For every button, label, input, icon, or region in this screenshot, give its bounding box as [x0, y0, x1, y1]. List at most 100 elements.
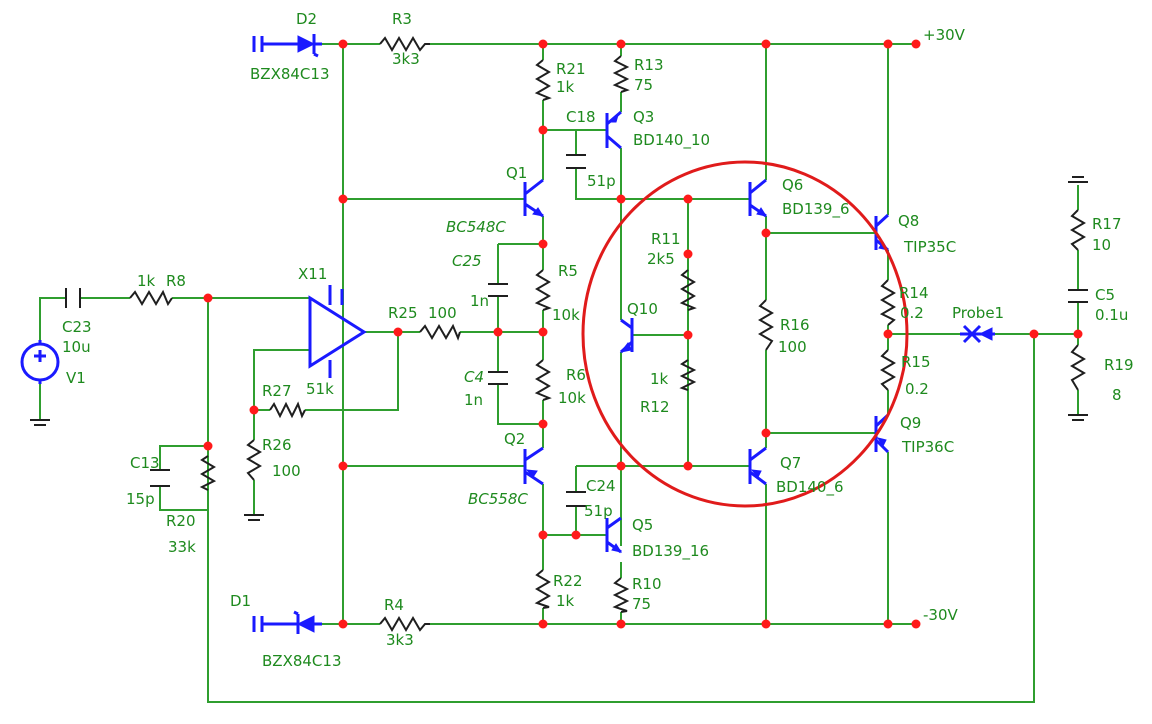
- label-r15-value: 0.2: [905, 380, 929, 398]
- label-q9-part: TIP36C: [901, 438, 954, 456]
- zener-d2: [252, 34, 322, 58]
- label-q10: Q10: [627, 300, 658, 318]
- label-q3-part: BD140_10: [633, 131, 710, 150]
- label-q2: Q2: [504, 430, 525, 448]
- label-q1-part: BC548C: [446, 218, 506, 236]
- label-r13: R13: [634, 56, 664, 74]
- resistor-r22: [534, 569, 551, 609]
- label-r8: R8: [166, 272, 186, 290]
- label-probe1: Probe1: [952, 304, 1004, 322]
- capacitor-c13: [150, 469, 170, 487]
- resistor-r13: [612, 55, 630, 93]
- transistor-q3: [605, 110, 622, 150]
- label-c18-value: 51p: [587, 172, 616, 190]
- transistor-q5: [605, 516, 623, 554]
- resistor-r4: [379, 616, 430, 632]
- label-q7: Q7: [780, 454, 801, 472]
- capacitor-c5: [1068, 289, 1088, 303]
- component-labels: D2 BZX84C13 R3 3k3 +30V R21 1k R13 75 C1…: [62, 10, 1134, 670]
- label-c25: C25: [452, 252, 482, 270]
- label-r10: R10: [632, 575, 662, 593]
- resistor-r25: [419, 323, 461, 341]
- label-c13: C13: [130, 454, 160, 472]
- resistor-r20: [199, 455, 217, 491]
- transistor-q1: [523, 178, 545, 218]
- label-q7-part: BD140_6: [776, 478, 844, 497]
- label-r17: R17: [1092, 215, 1122, 233]
- label-r25: R25: [388, 304, 418, 322]
- label-r16: R16: [780, 316, 810, 334]
- capacitor-c18: [566, 154, 586, 169]
- label-q8: Q8: [898, 212, 919, 230]
- label-r17-value: 10: [1092, 236, 1111, 254]
- label-q6: Q6: [782, 176, 803, 194]
- resistor-r27: [269, 401, 306, 419]
- label-r5: R5: [558, 262, 578, 280]
- label-r13-value: 75: [634, 76, 653, 94]
- resistor-r10: [612, 577, 630, 613]
- label-q2-part: BC558C: [468, 490, 528, 508]
- label-v1: V1: [66, 369, 86, 387]
- label-r16-value: 100: [778, 338, 807, 356]
- resistor-r16: [758, 299, 774, 351]
- transistor-q7: [748, 446, 767, 486]
- label-q6-part: BD139_6: [782, 200, 850, 219]
- transistor-q10: [619, 318, 634, 354]
- resistor-r5: [534, 269, 552, 311]
- label-d1-part: BZX84C13: [262, 652, 342, 670]
- label-q5-part: BD139_16: [632, 542, 709, 561]
- label-r26: R26: [262, 436, 292, 454]
- label-q8-part: TIP35C: [903, 238, 956, 256]
- label-r12: R12: [640, 398, 670, 416]
- label-r12-value: 1k: [650, 370, 669, 388]
- label-c5: C5: [1095, 286, 1115, 304]
- label-c18: C18: [566, 108, 596, 126]
- label-r20: R20: [166, 512, 196, 530]
- label-c5-value: 0.1u: [1095, 306, 1128, 324]
- label-r3-value: 3k3: [392, 50, 420, 68]
- label-c13-value: 15p: [126, 490, 155, 508]
- transistor-q2: [523, 446, 544, 486]
- label-r27: R27: [262, 382, 292, 400]
- label-r4-value: 3k3: [386, 631, 414, 649]
- label-r20-value: 33k: [168, 538, 196, 556]
- opamp-x11: [308, 285, 367, 378]
- label-r19-value: 8: [1112, 386, 1122, 404]
- resistor-r26: [246, 439, 262, 481]
- capacitor-c25: [488, 283, 508, 297]
- label-d2-part: BZX84C13: [250, 65, 330, 83]
- resistor-r6: [534, 359, 552, 401]
- resistor-r19: [1070, 344, 1086, 391]
- label-c23-value: 10u: [62, 338, 91, 356]
- label-c23: C23: [62, 318, 92, 336]
- label-c4: C4: [464, 368, 484, 386]
- label-r14: R14: [899, 284, 929, 302]
- capacitor-c23: [65, 288, 81, 308]
- label-r4: R4: [384, 596, 404, 614]
- resistor-r12: [679, 359, 697, 391]
- label-plus30v: +30V: [923, 26, 966, 44]
- label-c24: C24: [586, 477, 616, 495]
- resistor-r8: [129, 289, 173, 307]
- label-q1: Q1: [506, 164, 527, 182]
- resistor-r14: [879, 279, 896, 326]
- label-r15: R15: [901, 353, 931, 371]
- label-x11-value: 51k: [306, 380, 334, 398]
- capacitor-c24: [566, 491, 586, 507]
- label-d2: D2: [296, 10, 317, 28]
- label-r3: R3: [392, 10, 412, 28]
- label-r21: R21: [556, 60, 586, 78]
- resistor-r21: [534, 59, 552, 101]
- label-r11-value: 2k5: [647, 250, 675, 268]
- label-q3: Q3: [633, 108, 654, 126]
- label-r25-value: 100: [428, 304, 457, 322]
- label-q5: Q5: [632, 516, 653, 534]
- label-minus30v: -30V: [923, 606, 958, 624]
- resistor-r3: [379, 36, 430, 52]
- label-r19: R19: [1104, 356, 1134, 374]
- label-r8-value: 1k: [137, 272, 156, 290]
- probe-symbol: [960, 324, 995, 344]
- label-r14-value: 0.2: [900, 304, 924, 322]
- junction-nodes: [203, 39, 1083, 629]
